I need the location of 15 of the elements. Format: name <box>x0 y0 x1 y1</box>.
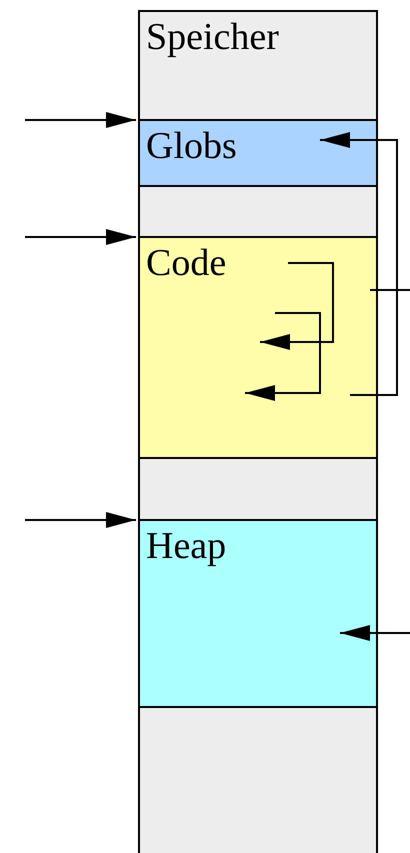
segment-label: Heap <box>146 527 226 565</box>
memory-segment <box>138 10 378 853</box>
segment-label: Globs <box>146 127 237 165</box>
arrow <box>340 625 410 641</box>
segment-label: Speicher <box>146 18 279 56</box>
arrow <box>245 312 321 401</box>
memory-segment <box>138 119 378 187</box>
arrow <box>260 262 334 350</box>
segment-label: Code <box>146 244 226 282</box>
memory-segment <box>138 519 378 708</box>
arrow <box>25 112 136 128</box>
arrow <box>320 132 398 396</box>
arrow <box>25 512 136 528</box>
memory-segment <box>138 236 378 459</box>
arrow <box>25 229 136 245</box>
